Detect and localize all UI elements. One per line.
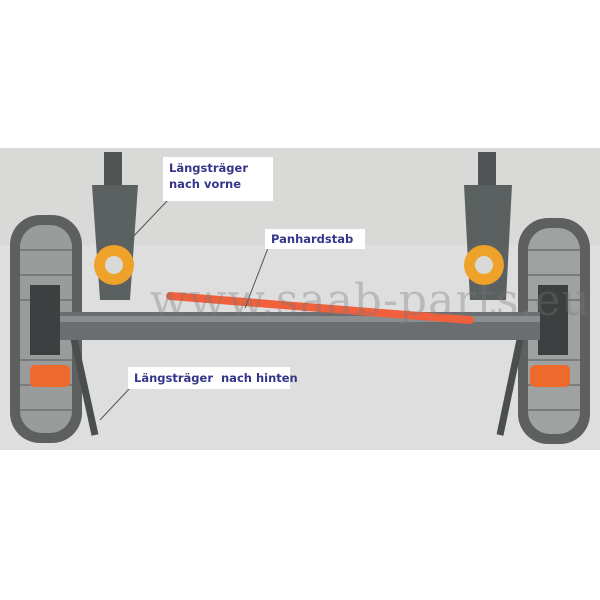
label-panhard-rod: Panhardstab: [265, 229, 365, 249]
left-trailing-arm-front: [92, 152, 138, 300]
label-line-2: nach vorne: [169, 177, 242, 191]
panhard-rod: [166, 292, 474, 324]
label-trailing-arm-front: Längsträger nach vorne: [163, 157, 273, 201]
leader-lines: [99, 199, 269, 421]
right-trailing-arm-front: [464, 152, 512, 300]
axle-beam-highlight: [60, 316, 540, 322]
right-trailing-arm-rear: [496, 329, 526, 436]
label-trailing-arm-rear: Längsträger nach hinten: [128, 367, 298, 389]
watermark: www.saab-parts.eu: [150, 275, 591, 326]
left-trailing-arm-rear: [68, 329, 99, 436]
left-wheel: [10, 215, 82, 443]
left-bushing: [30, 365, 70, 387]
label-line-1: Längsträger: [169, 161, 248, 175]
left-hub: [30, 285, 60, 355]
right-bushing: [530, 365, 570, 387]
right-hub: [538, 285, 568, 355]
right-wheel: [518, 218, 590, 444]
